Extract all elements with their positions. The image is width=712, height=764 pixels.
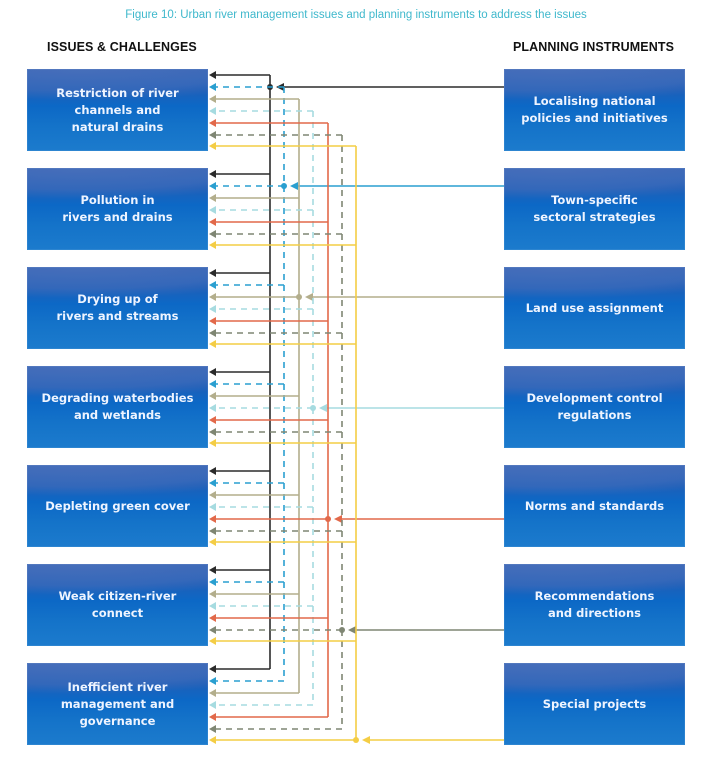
arrowhead-icon <box>209 107 216 115</box>
instrument-box-development-control: Development control regulations <box>504 366 685 448</box>
arrowhead-icon <box>209 95 216 103</box>
arrowhead-icon <box>209 665 216 673</box>
feed-arrowhead-icon <box>319 404 327 412</box>
arrowhead-icon <box>209 479 216 487</box>
arrowhead-icon <box>209 503 216 511</box>
instrument-box-recommendations: Recommendations and directions <box>504 564 685 646</box>
issue-box-citizen-connect: Weak citizen-river connect <box>27 564 208 646</box>
issue-label: Pollution in rivers and drains <box>62 193 173 224</box>
arrowhead-icon <box>209 439 216 447</box>
junction-dot <box>353 737 359 743</box>
issue-box-green-cover: Depleting green cover <box>27 465 208 547</box>
issue-label: Restriction of river channels and natura… <box>56 85 179 134</box>
arrowhead-icon <box>209 701 216 709</box>
arrowhead-icon <box>209 329 216 337</box>
feed-arrowhead-icon <box>305 293 313 301</box>
feed-arrowhead-icon <box>362 736 370 744</box>
arrowhead-icon <box>209 713 216 721</box>
arrowhead-icon <box>209 293 216 301</box>
arrowhead-icon <box>209 689 216 697</box>
arrowhead-icon <box>209 725 216 733</box>
issue-box-drying: Drying up of rivers and streams <box>27 267 208 349</box>
junction-dot <box>281 183 287 189</box>
arrowhead-icon <box>209 590 216 598</box>
instruments-header: PLANNING INSTRUMENTS <box>513 40 675 54</box>
arrowhead-icon <box>209 131 216 139</box>
arrowhead-icon <box>209 241 216 249</box>
junction-dot <box>339 627 345 633</box>
instrument-label: Recommendations and directions <box>534 589 655 620</box>
arrowhead-icon <box>209 637 216 645</box>
arrowhead-icon <box>209 71 216 79</box>
arrowhead-icon <box>209 527 216 535</box>
issue-label: Degrading waterbodies and wetlands <box>41 391 194 422</box>
arrowhead-icon <box>209 416 216 424</box>
instrument-box-norms-standards: Norms and standards <box>504 465 685 547</box>
figure-caption: Figure 10: Urban river management issues… <box>125 9 587 21</box>
instrument-box-sectoral-strategies: Town-specific sectoral strategies <box>504 168 685 250</box>
arrowhead-icon <box>209 467 216 475</box>
arrowhead-icon <box>209 515 216 523</box>
arrowhead-icon <box>209 206 216 214</box>
feed-arrowhead-icon <box>334 515 342 523</box>
arrowhead-icon <box>209 83 216 91</box>
instrument-label: Town-specific sectoral strategies <box>533 193 656 224</box>
issue-box-restriction: Restriction of river channels and natura… <box>27 69 208 151</box>
junction-dot <box>310 405 316 411</box>
arrowhead-icon <box>209 305 216 313</box>
arrowhead-icon <box>209 230 216 238</box>
arrowhead-icon <box>209 736 216 744</box>
instrument-box-land-use: Land use assignment <box>504 267 685 349</box>
instrument-label: Localising national policies and initiat… <box>521 94 668 125</box>
arrowhead-icon <box>209 380 216 388</box>
arrowhead-icon <box>209 578 216 586</box>
instrument-label: Land use assignment <box>525 300 664 315</box>
issue-label: Inefficient river management and governa… <box>60 679 175 728</box>
arrowhead-icon <box>209 340 216 348</box>
instrument-label: Norms and standards <box>524 498 665 513</box>
junction-dot <box>296 294 302 300</box>
arrowhead-icon <box>209 538 216 546</box>
arrowhead-icon <box>209 194 216 202</box>
feed-arrowhead-icon <box>290 182 298 190</box>
issues-header: ISSUES & CHALLENGES <box>47 40 197 54</box>
arrowhead-icon <box>209 170 216 178</box>
arrowhead-icon <box>209 428 216 436</box>
instrument-box-national-policies: Localising national policies and initiat… <box>504 69 685 151</box>
arrowhead-icon <box>209 269 216 277</box>
arrowhead-icon <box>209 392 216 400</box>
arrowhead-icon <box>209 602 216 610</box>
arrowhead-icon <box>209 218 216 226</box>
instrument-label: Development control regulations <box>526 391 663 422</box>
instrument-box-special-projects: Special projects <box>504 663 685 745</box>
arrowhead-icon <box>209 368 216 376</box>
arrowhead-icon <box>209 142 216 150</box>
arrowhead-icon <box>209 677 216 685</box>
instrument-label: Special projects <box>542 696 647 711</box>
issue-label: Weak citizen-river connect <box>58 589 177 620</box>
junction-dot <box>325 516 331 522</box>
arrowhead-icon <box>209 566 216 574</box>
arrowhead-icon <box>209 626 216 634</box>
issue-box-waterbodies: Degrading waterbodies and wetlands <box>27 366 208 448</box>
arrowhead-icon <box>209 614 216 622</box>
arrowhead-icon <box>209 119 216 127</box>
arrowhead-icon <box>209 491 216 499</box>
arrowhead-icon <box>209 281 216 289</box>
issue-box-governance: Inefficient river management and governa… <box>27 663 208 745</box>
arrowhead-icon <box>209 404 216 412</box>
issue-label: Depleting green cover <box>45 498 190 513</box>
issue-box-pollution: Pollution in rivers and drains <box>27 168 208 250</box>
arrowhead-icon <box>209 317 216 325</box>
arrowhead-icon <box>209 182 216 190</box>
issue-label: Drying up of rivers and streams <box>56 292 179 323</box>
feed-arrowhead-icon <box>348 626 356 634</box>
